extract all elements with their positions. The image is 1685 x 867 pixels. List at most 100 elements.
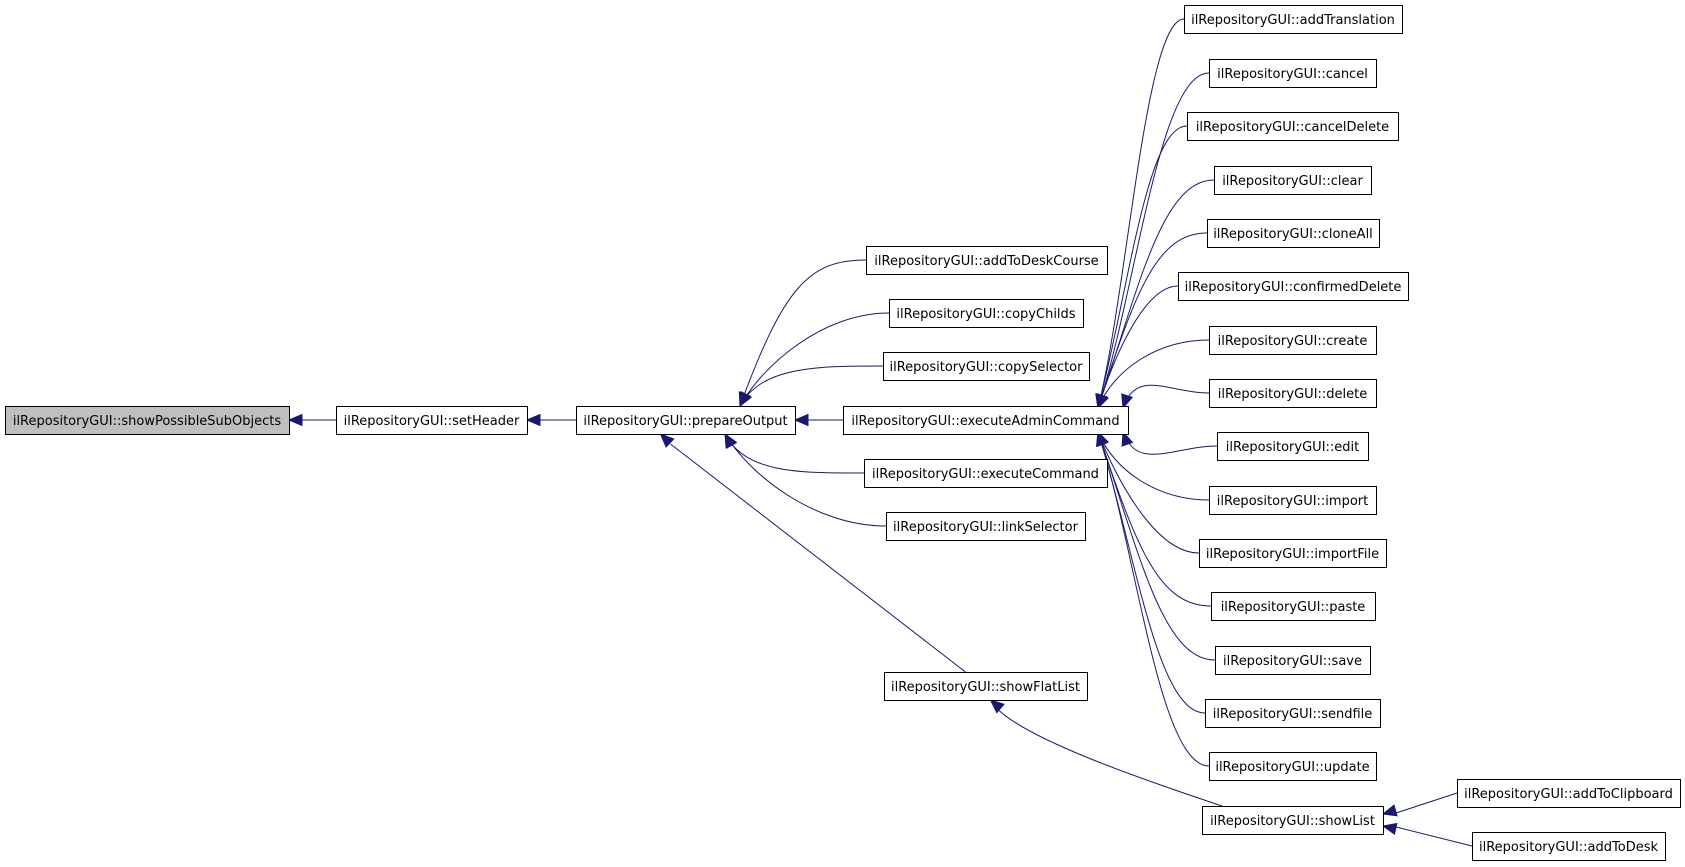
node-box-show-possible-sub-objects <box>5 406 290 435</box>
node-show-list[interactable]: ilRepositoryGUI::showList <box>1202 806 1384 835</box>
arrowhead-create-to-execute-admin-command <box>1097 393 1109 410</box>
arrowhead-add-to-desk-to-show-list <box>1381 822 1398 836</box>
node-box-paste <box>1211 592 1376 621</box>
edge-paste-to-execute-admin-command <box>1097 431 1212 607</box>
node-confirmed-delete[interactable]: ilRepositoryGUI::confirmedDelete <box>1178 272 1409 301</box>
node-show-possible-sub-objects[interactable]: ilRepositoryGUI::showPossibleSubObjects <box>5 406 290 435</box>
edge-cancel-to-execute-admin-command <box>1097 72 1210 409</box>
node-label-paste: ilRepositoryGUI::paste <box>1221 600 1366 615</box>
node-label-show-possible-sub-objects: ilRepositoryGUI::showPossibleSubObjects <box>13 414 282 429</box>
edge-add-to-desk-to-show-list <box>1395 826 1473 847</box>
node-prepare-output[interactable]: ilRepositoryGUI::prepareOutput <box>576 406 796 435</box>
node-box-show-list <box>1202 806 1384 835</box>
node-label-add-to-desk: ilRepositoryGUI::addToDesk <box>1479 840 1658 855</box>
arrowhead-edit-to-execute-admin-command <box>1121 430 1134 447</box>
node-label-add-translation: ilRepositoryGUI::addTranslation <box>1191 13 1395 28</box>
node-set-header[interactable]: ilRepositoryGUI::setHeader <box>336 406 528 435</box>
node-save[interactable]: ilRepositoryGUI::save <box>1215 646 1371 675</box>
node-copy-selector[interactable]: ilRepositoryGUI::copySelector <box>883 352 1090 381</box>
node-add-to-clipboard[interactable]: ilRepositoryGUI::addToClipboard <box>1457 779 1681 808</box>
edge-cancel-delete-to-execute-admin-command <box>1097 125 1188 409</box>
edge-copy-childs-to-prepare-output <box>739 312 890 407</box>
edge-clone-all-to-execute-admin-command <box>1097 232 1208 409</box>
node-show-flat-list[interactable]: ilRepositoryGUI::showFlatList <box>884 672 1088 701</box>
node-label-sendfile: ilRepositoryGUI::sendfile <box>1213 707 1373 722</box>
node-label-copy-selector: ilRepositoryGUI::copySelector <box>890 360 1084 375</box>
node-box-create <box>1209 326 1377 355</box>
node-edit[interactable]: ilRepositoryGUI::edit <box>1217 432 1369 461</box>
node-clone-all[interactable]: ilRepositoryGUI::cloneAll <box>1207 219 1380 248</box>
edge-update-to-execute-admin-command <box>1097 431 1210 767</box>
node-label-link-selector: ilRepositoryGUI::linkSelector <box>893 520 1079 535</box>
node-add-to-desk-course[interactable]: ilRepositoryGUI::addToDeskCourse <box>866 246 1108 275</box>
node-box-import <box>1209 486 1377 515</box>
node-execute-admin-command[interactable]: ilRepositoryGUI::executeAdminCommand <box>843 406 1129 435</box>
node-label-delete: ilRepositoryGUI::delete <box>1218 387 1368 402</box>
node-box-add-translation <box>1184 5 1403 34</box>
node-box-confirmed-delete <box>1178 272 1409 301</box>
node-clear[interactable]: ilRepositoryGUI::clear <box>1214 166 1372 195</box>
node-label-execute-admin-command: ilRepositoryGUI::executeAdminCommand <box>851 414 1119 429</box>
node-label-execute-command: ilRepositoryGUI::executeCommand <box>872 467 1099 482</box>
node-label-confirmed-delete: ilRepositoryGUI::confirmedDelete <box>1185 280 1402 295</box>
edge-show-flat-list-to-prepare-output <box>670 443 966 673</box>
edge-show-list-to-show-flat-list <box>998 709 1223 807</box>
node-box-link-selector <box>886 512 1086 541</box>
node-cancel-delete[interactable]: ilRepositoryGUI::cancelDelete <box>1187 112 1399 141</box>
node-box-prepare-output <box>576 406 796 435</box>
edge-add-to-desk-course-to-prepare-output <box>739 259 867 407</box>
node-box-delete <box>1209 379 1377 408</box>
edge-execute-command-to-prepare-output <box>724 433 865 474</box>
edge-add-to-clipboard-to-show-list <box>1395 792 1458 814</box>
arrowhead-show-list-to-show-flat-list <box>989 699 1005 714</box>
node-label-clone-all: ilRepositoryGUI::cloneAll <box>1213 227 1373 242</box>
node-box-copy-childs <box>889 299 1084 328</box>
node-label-create: ilRepositoryGUI::create <box>1218 334 1368 349</box>
node-label-import: ilRepositoryGUI::import <box>1217 494 1368 509</box>
node-box-add-to-desk-course <box>866 246 1108 275</box>
node-copy-childs[interactable]: ilRepositoryGUI::copyChilds <box>889 299 1084 328</box>
node-sendfile[interactable]: ilRepositoryGUI::sendfile <box>1205 699 1381 728</box>
arrowhead-update-to-execute-admin-command <box>1096 430 1109 447</box>
node-import-file[interactable]: ilRepositoryGUI::importFile <box>1199 539 1387 568</box>
node-box-execute-admin-command <box>843 406 1129 435</box>
node-delete[interactable]: ilRepositoryGUI::delete <box>1209 379 1377 408</box>
node-box-import-file <box>1199 539 1387 568</box>
arrowhead-add-to-clipboard-to-show-list <box>1381 804 1398 817</box>
arrowhead-set-header-to-show-possible-sub-objects <box>287 413 303 427</box>
edge-confirmed-delete-to-execute-admin-command <box>1097 285 1179 409</box>
node-update[interactable]: ilRepositoryGUI::update <box>1209 752 1377 781</box>
arrowhead-copy-selector-to-prepare-output <box>739 391 752 408</box>
edge-delete-to-execute-admin-command <box>1122 384 1210 409</box>
node-cancel[interactable]: ilRepositoryGUI::cancel <box>1209 59 1377 88</box>
edge-sendfile-to-execute-admin-command <box>1097 431 1206 714</box>
arrowhead-prepare-output-to-set-header <box>525 413 541 427</box>
node-label-prepare-output: ilRepositoryGUI::prepareOutput <box>583 414 787 429</box>
edge-save-to-execute-admin-command <box>1097 431 1216 661</box>
node-label-show-list: ilRepositoryGUI::showList <box>1210 814 1375 829</box>
node-label-copy-childs: ilRepositoryGUI::copyChilds <box>896 307 1075 322</box>
arrowhead-show-flat-list-to-prepare-output <box>659 433 675 448</box>
edge-import-to-execute-admin-command <box>1097 431 1210 501</box>
node-link-selector[interactable]: ilRepositoryGUI::linkSelector <box>886 512 1086 541</box>
node-box-execute-command <box>864 459 1108 488</box>
edge-copy-selector-to-prepare-output <box>739 365 884 407</box>
arrowhead-execute-admin-command-to-prepare-output <box>793 413 809 427</box>
arrowhead-link-selector-to-prepare-output <box>724 432 738 449</box>
node-box-add-to-clipboard <box>1457 779 1681 808</box>
node-label-add-to-clipboard: ilRepositoryGUI::addToClipboard <box>1464 787 1673 802</box>
edges-layer <box>287 18 1473 847</box>
node-box-clear <box>1214 166 1372 195</box>
edge-import-file-to-execute-admin-command <box>1097 431 1200 554</box>
node-create[interactable]: ilRepositoryGUI::create <box>1209 326 1377 355</box>
node-box-update <box>1209 752 1377 781</box>
node-box-clone-all <box>1207 219 1380 248</box>
node-box-edit <box>1217 432 1369 461</box>
node-box-copy-selector <box>883 352 1090 381</box>
node-add-translation[interactable]: ilRepositoryGUI::addTranslation <box>1184 5 1403 34</box>
node-add-to-desk[interactable]: ilRepositoryGUI::addToDesk <box>1472 832 1666 861</box>
node-label-set-header: ilRepositoryGUI::setHeader <box>344 414 520 429</box>
node-execute-command[interactable]: ilRepositoryGUI::executeCommand <box>864 459 1108 488</box>
node-paste[interactable]: ilRepositoryGUI::paste <box>1211 592 1376 621</box>
node-import[interactable]: ilRepositoryGUI::import <box>1209 486 1377 515</box>
